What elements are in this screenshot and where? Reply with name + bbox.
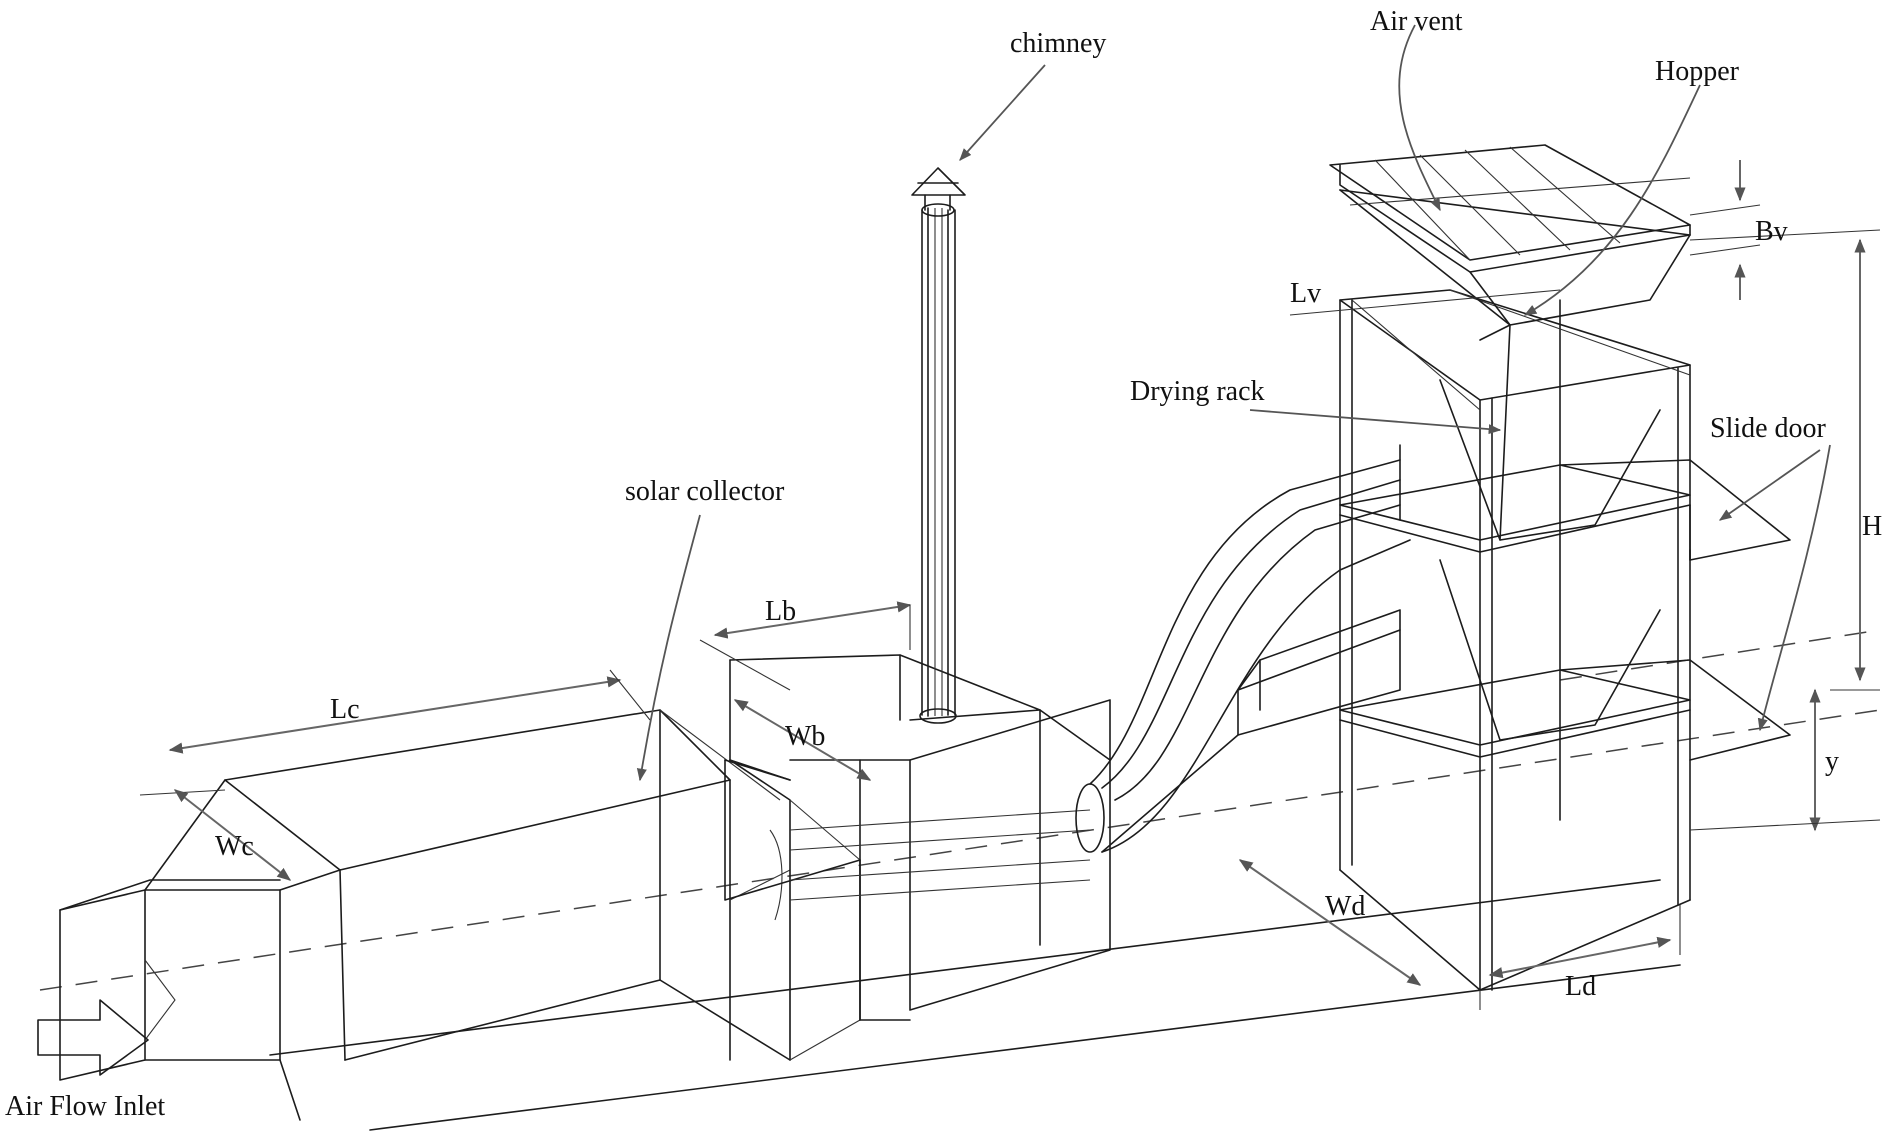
solar-collector xyxy=(144,709,791,1061)
diagram-labels: chimney Air vent Hopper Bv Lv Drying rac… xyxy=(5,6,1882,1122)
label-wd: Wd xyxy=(1325,891,1365,922)
label-wb: Wb xyxy=(785,721,825,752)
dimension-lines xyxy=(139,160,1881,1010)
chimney xyxy=(911,167,966,724)
transition-duct xyxy=(729,759,861,1061)
slide-doors xyxy=(1559,459,1791,761)
label-chimney: chimney xyxy=(1010,28,1106,59)
base-plane xyxy=(39,629,1881,1131)
label-y: y xyxy=(1825,746,1839,777)
label-lc: Lc xyxy=(330,694,360,725)
label-ld: Ld xyxy=(1565,971,1596,1002)
label-hopper: Hopper xyxy=(1655,56,1740,87)
label-bv: Bv xyxy=(1755,216,1788,247)
leader-lines xyxy=(636,24,1831,782)
label-h: H xyxy=(1862,511,1882,542)
label-drying-rack: Drying rack xyxy=(1130,376,1265,407)
label-lv: Lv xyxy=(1290,278,1321,309)
heater-box xyxy=(724,654,1111,1021)
connector-duct xyxy=(1075,444,1411,853)
label-lb: Lb xyxy=(765,596,796,627)
label-slide-door: Slide door xyxy=(1710,413,1827,444)
label-air-vent: Air vent xyxy=(1370,6,1463,37)
air-flow-arrow xyxy=(37,999,149,1076)
label-wc: Wc xyxy=(215,831,254,862)
air-inlet-box xyxy=(59,879,301,1121)
drying-cabinet xyxy=(1339,289,1691,991)
label-air-flow-inlet: Air Flow Inlet xyxy=(5,1091,165,1122)
hopper xyxy=(1329,144,1691,741)
label-solar-collector: solar collector xyxy=(625,476,785,507)
